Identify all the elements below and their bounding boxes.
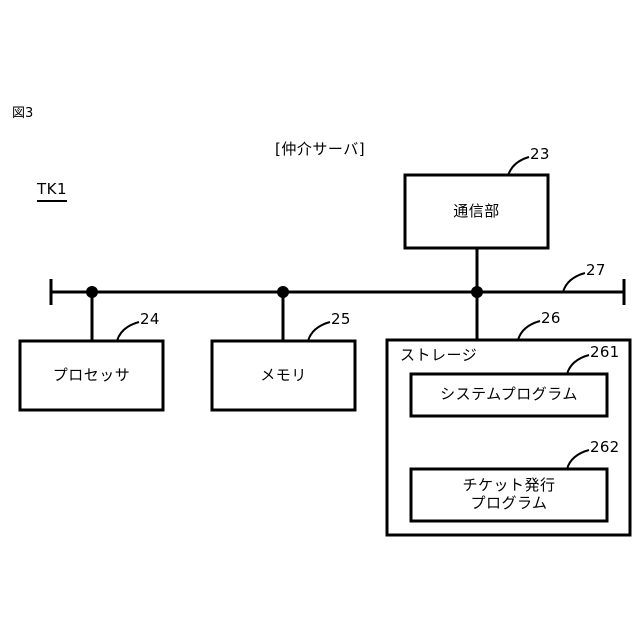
ref-numeral-26: 26 xyxy=(541,309,561,327)
ticket-issuing-program-box xyxy=(409,467,609,523)
storage-box-label: ストレージ xyxy=(400,346,478,364)
system-label-tk1: TK1 xyxy=(37,180,68,202)
ticket-issuing-program-label: チケット発行 プログラム xyxy=(411,469,607,521)
processor-box xyxy=(18,339,165,412)
bus-node-processor xyxy=(86,286,98,298)
ref-numeral-262: 262 xyxy=(590,438,620,456)
communication-box xyxy=(403,173,550,250)
leader-261 xyxy=(566,354,590,375)
ticket-program-line-2: プログラム xyxy=(470,494,548,512)
ref-numeral-23: 23 xyxy=(530,145,550,163)
leader-262 xyxy=(566,449,590,470)
processor-box-label: プロセッサ xyxy=(52,365,131,384)
figure-title: [仲介サーバ] xyxy=(275,140,366,158)
memory-box xyxy=(210,339,357,412)
ticket-program-line-1: チケット発行 xyxy=(462,476,556,495)
memory-box-label: メモリ xyxy=(260,365,307,384)
bus-node-storage xyxy=(471,286,483,298)
leader-25 xyxy=(307,321,331,342)
bus-line xyxy=(49,279,626,305)
system-program-box xyxy=(409,372,609,418)
leader-lines xyxy=(116,156,590,470)
system-program-label: システムプログラム xyxy=(440,385,578,404)
bus-connectors xyxy=(86,248,483,341)
ref-numeral-25: 25 xyxy=(331,310,351,328)
figure-number-label: 図3 xyxy=(12,106,34,121)
ref-numeral-261: 261 xyxy=(590,343,620,361)
leader-26 xyxy=(517,320,541,341)
ref-numeral-27: 27 xyxy=(586,261,606,279)
communication-box-label: 通信部 xyxy=(453,201,500,220)
leader-23 xyxy=(507,156,530,177)
leader-27 xyxy=(562,272,586,293)
bus-node-memory xyxy=(277,286,289,298)
leader-24 xyxy=(116,321,140,342)
ref-numeral-24: 24 xyxy=(140,310,160,328)
